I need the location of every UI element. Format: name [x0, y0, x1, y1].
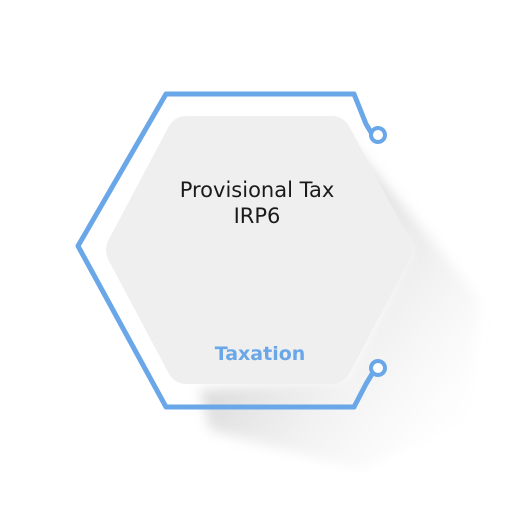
- connector-line-bottom: [351, 371, 375, 410]
- hexagon-card: [106, 116, 412, 384]
- card-title-line-1: Provisional Tax: [179, 178, 335, 202]
- card-title-line-2: IRP6: [233, 204, 281, 228]
- category-label: Taxation: [214, 343, 306, 365]
- connector-dot-icon: [369, 126, 387, 144]
- hexagon-outline-icon: [75, 91, 357, 410]
- connector-dot-icon: [369, 359, 387, 377]
- connector-line-top: [351, 91, 375, 137]
- card-shadow: [200, 122, 480, 470]
